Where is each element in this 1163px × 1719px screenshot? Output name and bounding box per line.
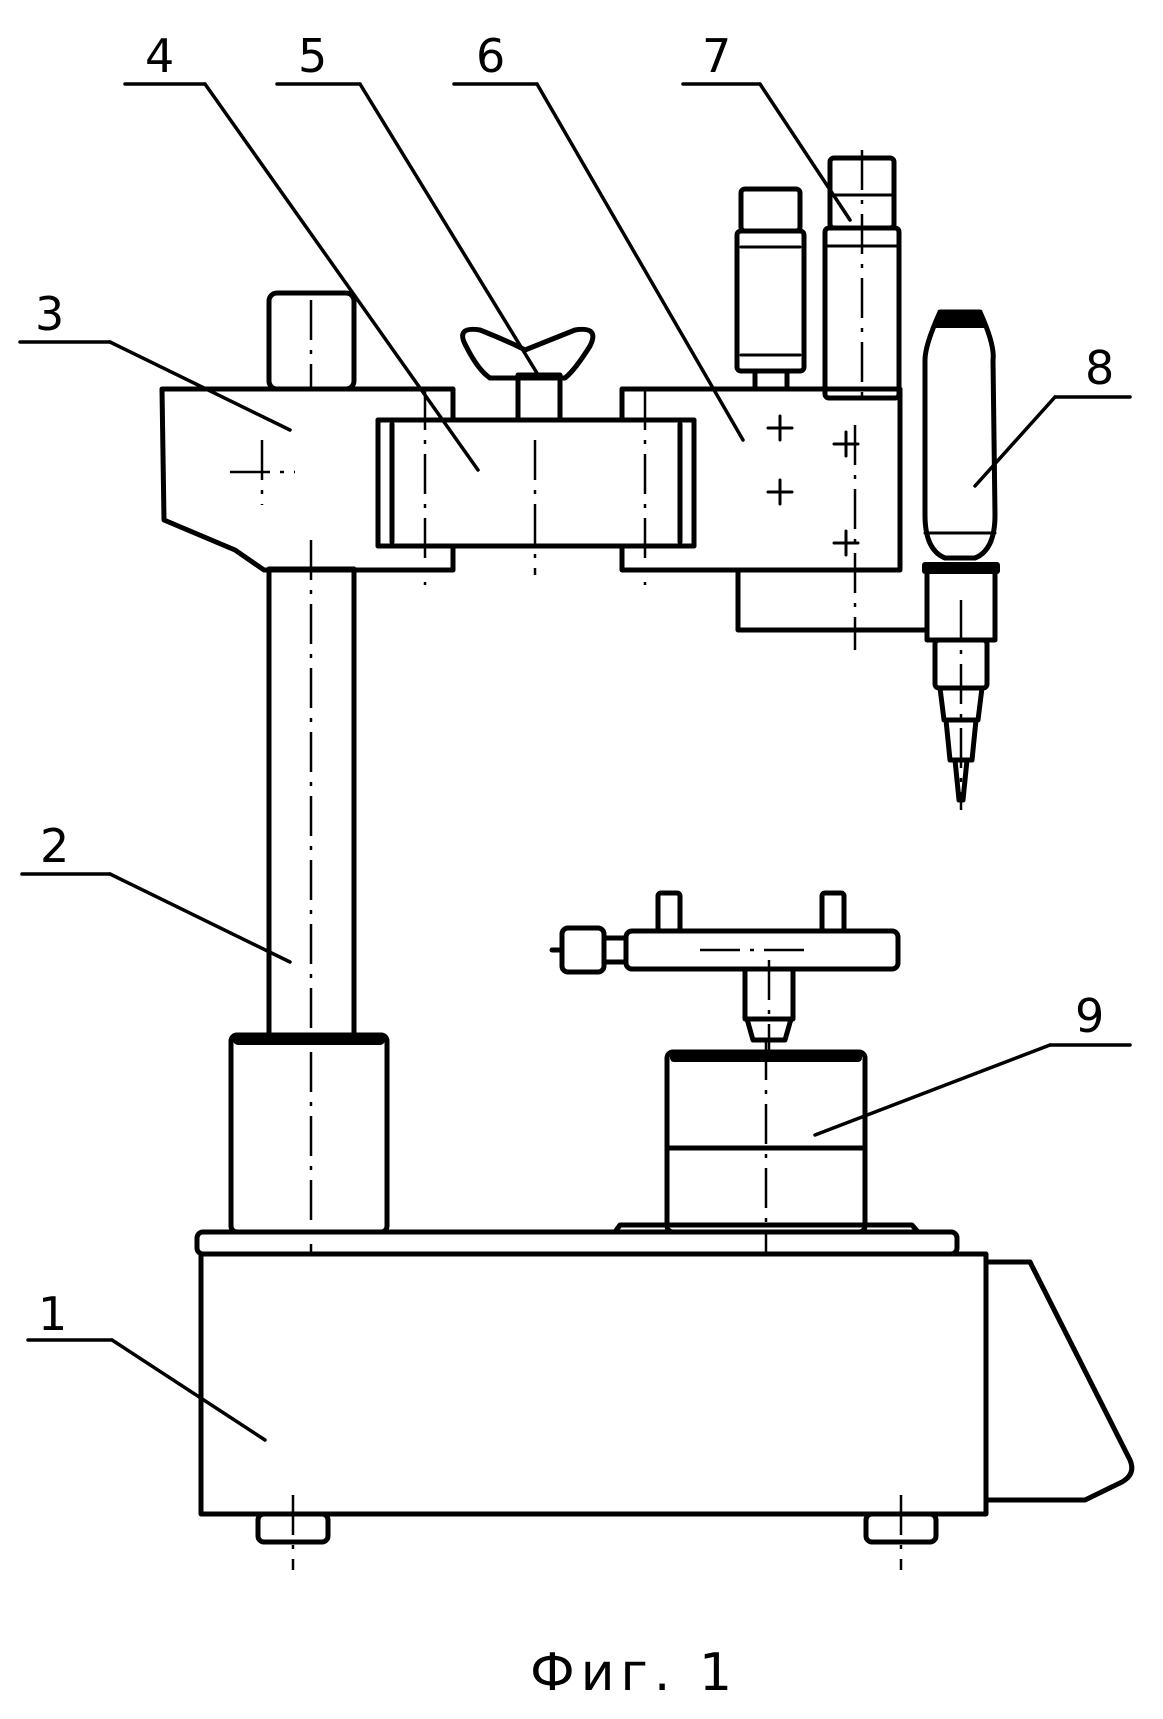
callout-9: 9 — [815, 989, 1130, 1135]
callout-label-1: 1 — [38, 1287, 67, 1341]
carriage — [622, 389, 927, 650]
column — [269, 540, 354, 1255]
drive-unit — [922, 310, 1000, 810]
callout-label-9: 9 — [1075, 989, 1104, 1043]
actuator-right — [825, 150, 899, 400]
callout-label-5: 5 — [298, 29, 327, 83]
figure-caption: Фиг. 1 — [530, 1643, 738, 1703]
callout-label-8: 8 — [1085, 341, 1114, 395]
arm-bracket — [162, 389, 453, 570]
column-base-block — [231, 1033, 387, 1232]
callout-2: 2 — [22, 819, 290, 962]
callout-label-2: 2 — [40, 819, 69, 873]
callout-label-4: 4 — [145, 29, 174, 83]
column-top — [269, 293, 354, 390]
wing-nut — [463, 329, 593, 420]
base-housing — [197, 1232, 1132, 1570]
callout-1: 1 — [28, 1287, 265, 1440]
work-table — [615, 1040, 918, 1255]
callout-label-3: 3 — [35, 287, 64, 341]
specimen-holder — [552, 893, 898, 1060]
actuator-left — [737, 189, 804, 389]
callout-8: 8 — [975, 341, 1130, 486]
callout-label-7: 7 — [702, 29, 731, 83]
callout-3: 3 — [20, 287, 290, 430]
callout-label-6: 6 — [476, 29, 505, 83]
